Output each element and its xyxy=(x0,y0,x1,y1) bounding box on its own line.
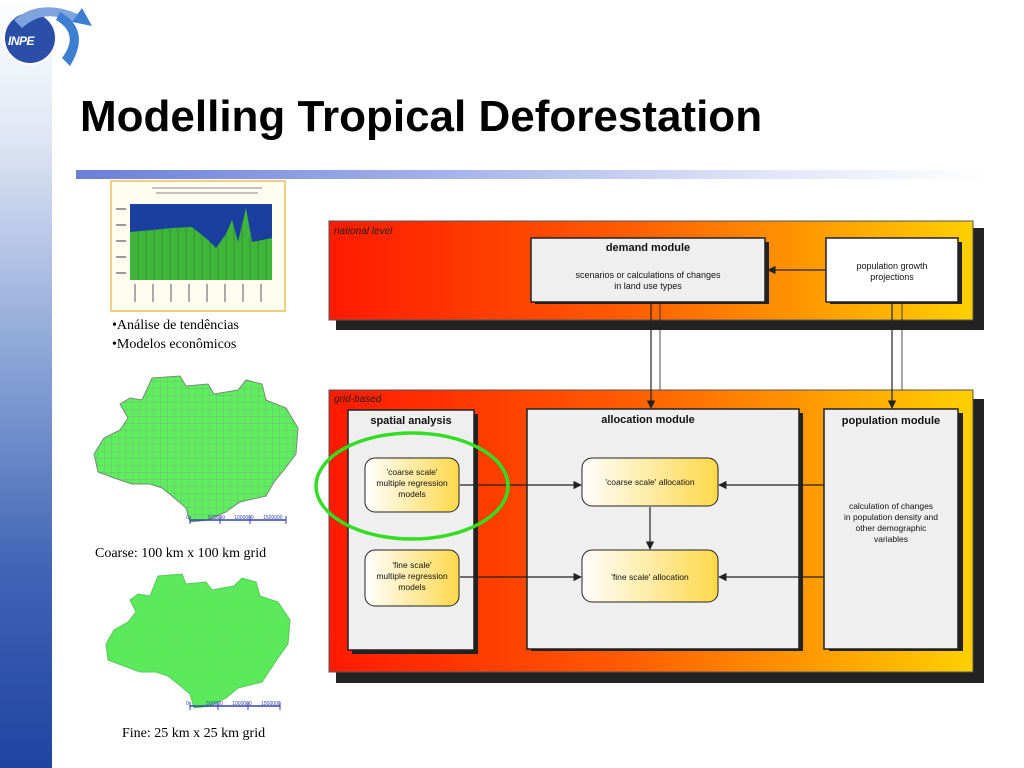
bullet-trend-analysis: •Análise de tendências xyxy=(112,318,239,333)
coarse-allocation-text: 'coarse scale' allocation xyxy=(605,477,695,487)
fine-allocation-text: 'fine scale' allocation xyxy=(611,572,689,582)
population-module-text-4: variables xyxy=(874,534,908,544)
fine-scale-1m: 1000000 xyxy=(232,701,252,707)
sidebar-gradient xyxy=(0,0,52,768)
fine-scale-500k: 500000 xyxy=(206,701,223,707)
demand-module-text-2: in land use types xyxy=(614,281,682,291)
spatial-analysis-title: spatial analysis xyxy=(370,415,451,427)
demand-module-box xyxy=(530,237,766,303)
coarse-scale-500k: 500000 xyxy=(208,515,225,521)
fine-regression-text-1: 'fine scale' xyxy=(392,560,432,570)
inpe-logo: INPE xyxy=(0,0,96,76)
coarse-grid-map: 0 500000 1000000 1500000 xyxy=(90,374,302,530)
method-bullets: •Análise de tendências •Modelos econômic… xyxy=(112,316,239,354)
coarse-scale-1-5m: 1500000 xyxy=(263,515,283,521)
bullet-economic-models: •Modelos econômicos xyxy=(112,337,237,352)
population-growth-text-1: population growth xyxy=(856,261,927,271)
page-title: Modelling Tropical Deforestation xyxy=(80,92,763,141)
trend-chart-thumbnail xyxy=(110,180,286,312)
coarse-scale-1m: 1000000 xyxy=(234,515,254,521)
allocation-module-title: allocation module xyxy=(601,414,695,426)
spatial-analysis-box xyxy=(347,409,475,651)
coarse-regression-node xyxy=(364,457,460,513)
population-module-text-2: in population density and xyxy=(844,512,938,522)
allocation-module-box xyxy=(526,408,800,650)
model-diagram: national level grid-based demand module … xyxy=(312,210,992,700)
title-underline xyxy=(76,170,986,179)
coarse-scale-0: 0 xyxy=(186,515,189,521)
population-module-text-1: calculation of changes xyxy=(849,501,933,511)
coarse-allocation-node xyxy=(581,457,719,507)
fine-scale-0: 0 xyxy=(186,701,189,707)
fine-allocation-node xyxy=(581,549,719,603)
national-level-label: national level xyxy=(334,226,393,237)
highlight-circle xyxy=(314,431,510,541)
population-growth-text-2: projections xyxy=(870,272,914,282)
population-module-title: population module xyxy=(842,415,940,427)
fine-regression-text-3: models xyxy=(398,582,425,592)
demand-module-title: demand module xyxy=(606,242,690,254)
coarse-regression-text-2: multiple regression xyxy=(376,478,448,488)
grid-based-label: grid-based xyxy=(334,394,382,405)
coarse-regression-text-3: models xyxy=(398,489,425,499)
fine-scale-1-5m: 1500000 xyxy=(261,701,281,707)
population-module-text-3: other demographic xyxy=(856,523,928,533)
logo-text: INPE xyxy=(8,34,35,48)
fine-grid-map: 0 500000 1000000 1500000 xyxy=(102,572,298,716)
fine-regression-text-2: multiple regression xyxy=(376,571,448,581)
coarse-grid-caption: Coarse: 100 km x 100 km grid xyxy=(95,546,267,561)
coarse-regression-text-1: 'coarse scale' xyxy=(387,467,438,477)
demand-module-text-1: scenarios or calculations of changes xyxy=(575,270,721,280)
fine-grid-caption: Fine: 25 km x 25 km grid xyxy=(122,726,266,741)
population-growth-box xyxy=(825,237,959,303)
population-module-box xyxy=(823,408,959,650)
fine-regression-node xyxy=(364,549,460,607)
